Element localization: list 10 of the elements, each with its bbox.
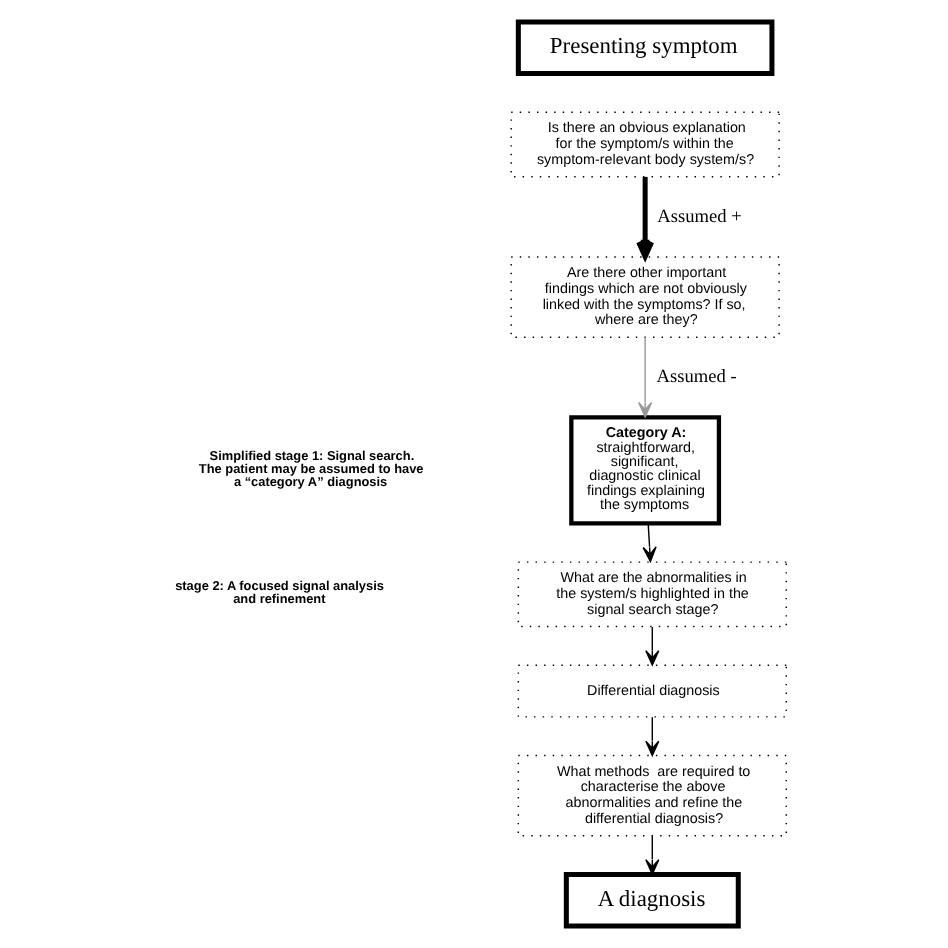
node-box: Presenting symptom xyxy=(514,19,774,77)
arrow xyxy=(635,176,654,260)
edge-label: Assumed + xyxy=(656,207,741,228)
arrow xyxy=(644,835,659,875)
arrow xyxy=(636,336,652,418)
node-box: A diagnosis xyxy=(562,871,740,929)
arrow xyxy=(641,523,656,563)
arrow xyxy=(644,626,659,666)
edge-label: Assumed - xyxy=(655,368,736,389)
arrow xyxy=(644,716,659,757)
